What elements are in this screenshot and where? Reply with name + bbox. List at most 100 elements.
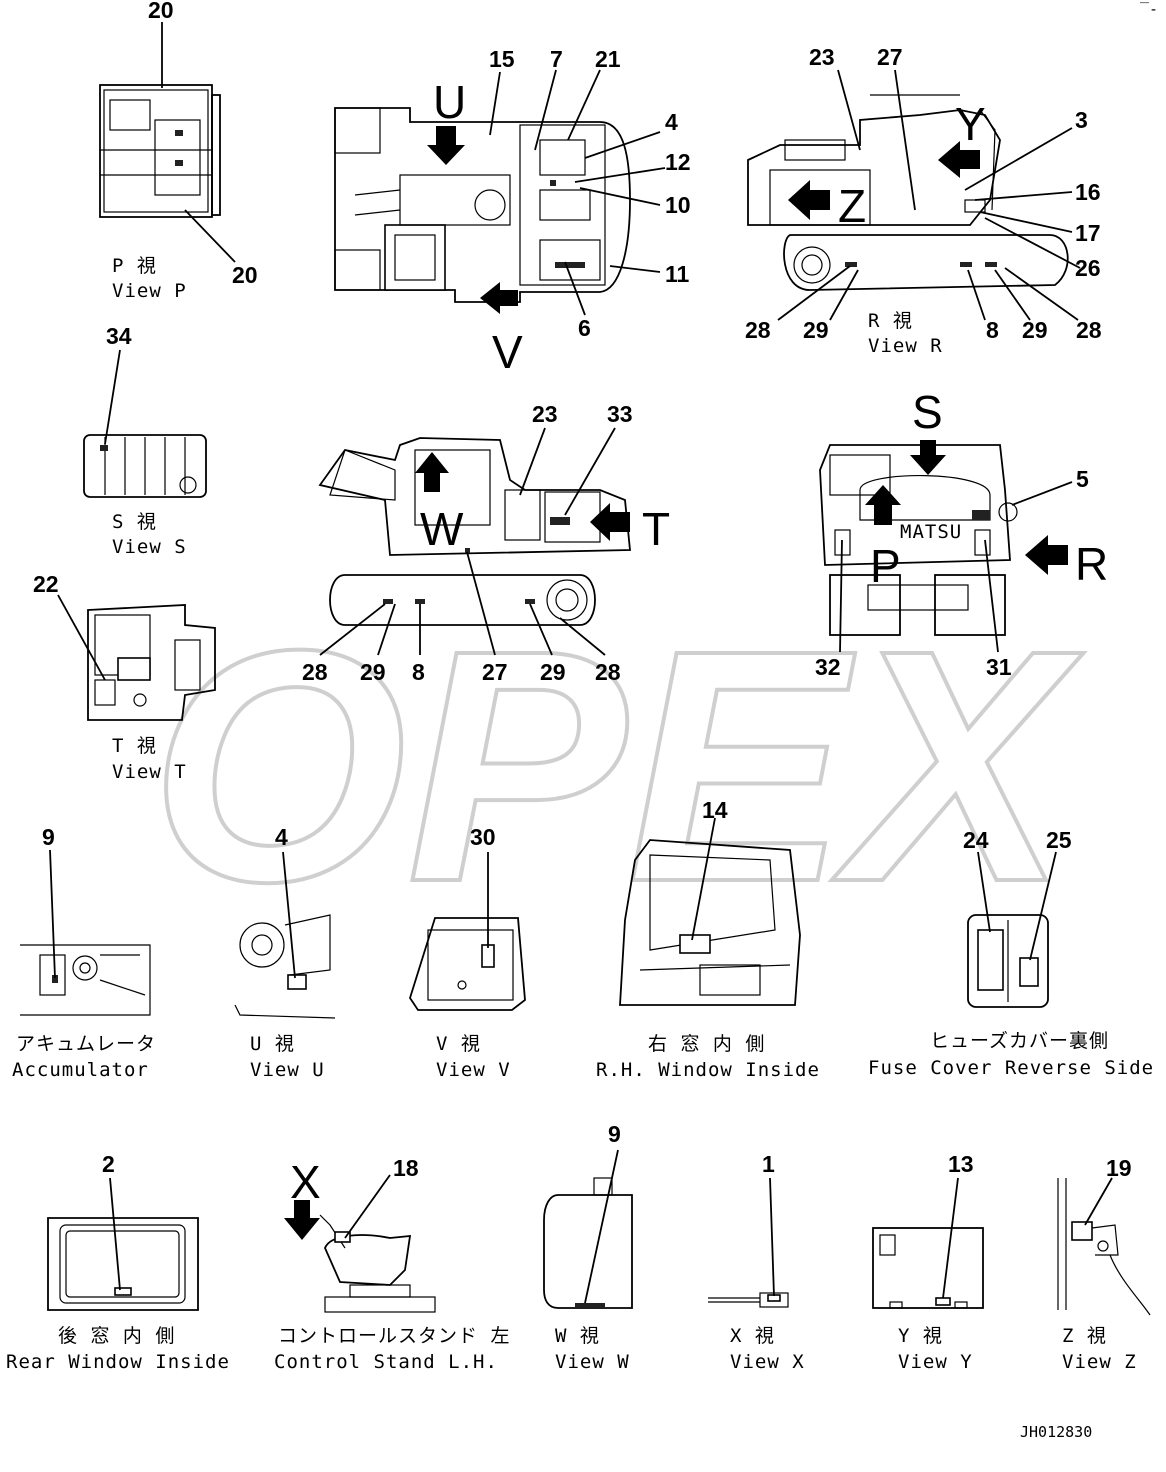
fuse-cover-caption-jp: ヒューズカバー裏側: [930, 1030, 1109, 1052]
callout-16: 16: [1075, 179, 1101, 205]
view-u-caption-en: View U: [250, 1059, 325, 1081]
callout-14: 14: [702, 797, 728, 823]
rear-window-caption-jp: 後 窓 内 側: [58, 1325, 175, 1347]
view-v-drawing: [409, 852, 526, 1011]
callout-1: 1: [762, 1151, 775, 1177]
leader-24: [977, 851, 991, 933]
view-x-arrow: [284, 1200, 320, 1240]
control-stand-caption-en: Control Stand L.H.: [274, 1351, 498, 1373]
rh-window-caption-jp: 右 窓 内 側: [648, 1033, 765, 1055]
view-w-caption-en: View W: [555, 1351, 630, 1373]
callout-24: 24: [963, 827, 989, 853]
rear-view-leaders: [839, 481, 1073, 653]
rh-window-drawing: [619, 817, 801, 1006]
leader-9-b: [584, 1149, 619, 1304]
leader-1: [769, 1177, 775, 1297]
callout-13: 13: [948, 1151, 974, 1177]
callout-12: 12: [665, 149, 691, 175]
leader-19: [1084, 1177, 1113, 1226]
leader-34: [104, 349, 121, 445]
view-z-arrow: [788, 180, 830, 220]
leader-18: [344, 1174, 391, 1239]
callout-23-a: 23: [809, 44, 835, 70]
arrow-letter-u: U: [433, 76, 466, 128]
callout-9-b: 9: [608, 1121, 621, 1147]
callout-2: 2: [102, 1151, 115, 1177]
view-r-caption-en: View R: [868, 335, 943, 357]
leader-4-b: [282, 851, 296, 979]
accumulator-drawing: [20, 849, 151, 1016]
callout-27-a: 27: [877, 44, 903, 70]
leader-13: [942, 1177, 959, 1299]
callout-29-b: 29: [1022, 317, 1048, 343]
callout-28-c: 28: [302, 659, 328, 685]
view-t-drawing: [57, 594, 216, 721]
callout-34: 34: [106, 323, 132, 349]
view-y-caption-en: View Y: [898, 1351, 973, 1373]
view-p-arrow: [865, 485, 901, 525]
rh-window-caption-en: R.H. Window Inside: [596, 1059, 820, 1081]
callout-10: 10: [665, 192, 691, 218]
view-z-drawing: [1057, 1177, 1151, 1316]
fuse-cover-drawing: [967, 851, 1057, 1008]
callout-29-d: 29: [540, 659, 566, 685]
callout-32: 32: [815, 654, 841, 680]
view-v-arrow: [480, 282, 518, 314]
arrow-letter-z: Z: [838, 180, 866, 232]
corner-mark: ‾‐: [1140, 0, 1158, 18]
callout-22: 22: [33, 571, 59, 597]
arrow-letter-p: P: [870, 540, 901, 592]
callout-6: 6: [578, 315, 591, 341]
callout-25: 25: [1046, 827, 1072, 853]
view-u-caption-jp: U 視: [250, 1033, 295, 1055]
callout-21: 21: [595, 46, 621, 72]
view-p-caption-en: View P: [112, 280, 187, 302]
callout-15: 15: [489, 46, 515, 72]
callout-19: 19: [1106, 1155, 1132, 1181]
arrow-letter-y: Y: [955, 98, 986, 150]
rear-window-caption-en: Rear Window Inside: [6, 1351, 230, 1373]
leader-14: [691, 817, 716, 941]
top-plan-drawing: [334, 107, 631, 303]
watermark-opex: OPEX: [150, 581, 1084, 950]
view-w-arrow: [415, 452, 449, 492]
leader-9-a: [49, 849, 56, 979]
side-view-leaders: [319, 427, 616, 656]
view-x-drawing: [708, 1177, 789, 1308]
view-x-caption-en: View X: [730, 1351, 805, 1373]
view-t-caption-en: View T: [112, 761, 187, 783]
view-t-arrow: [590, 503, 630, 541]
callout-18: 18: [393, 1155, 419, 1181]
leader-25: [1029, 851, 1057, 961]
callout-5: 5: [1076, 466, 1089, 492]
view-t-caption-jp: T 視: [112, 735, 157, 757]
leader-22: [57, 594, 106, 681]
callout-28-d: 28: [595, 659, 621, 685]
view-z-caption-jp: Z 視: [1062, 1325, 1107, 1347]
view-z-caption-en: View Z: [1062, 1351, 1137, 1373]
arrow-letter-w: W: [420, 503, 464, 555]
arrow-letter-r: R: [1075, 538, 1108, 590]
leader-2: [109, 1177, 121, 1291]
view-s-caption-jp: S 視: [112, 511, 157, 533]
view-r-arrow: [1025, 535, 1068, 575]
rear-window-real-drawing: [47, 1177, 199, 1311]
accumulator-caption-jp: アキュムレータ: [16, 1033, 156, 1055]
side-view-drawing: [318, 437, 631, 626]
fuse-cover-caption-en: Fuse Cover Reverse Side: [868, 1057, 1154, 1079]
view-r-caption-jp: R 視: [868, 310, 913, 332]
arrow-letter-t: T: [642, 503, 670, 555]
callout-20-a: 20: [148, 0, 174, 23]
view-s-caption-en: View S: [112, 536, 187, 558]
view-p-drawing: [99, 22, 236, 263]
view-r-drawing: [747, 94, 1069, 291]
view-y-drawing: [872, 1177, 984, 1309]
callout-3: 3: [1075, 107, 1088, 133]
drawing-code: JH012830: [1020, 1423, 1092, 1441]
view-p-caption-jp: P 視: [112, 255, 157, 277]
callout-28-a: 28: [745, 317, 771, 343]
accumulator-caption-en: Accumulator: [12, 1059, 149, 1081]
view-x-caption-jp: X 視: [730, 1325, 775, 1347]
control-stand-caption-jp: コントロールスタンド 左: [278, 1325, 510, 1347]
view-u-arrow: [427, 126, 465, 165]
